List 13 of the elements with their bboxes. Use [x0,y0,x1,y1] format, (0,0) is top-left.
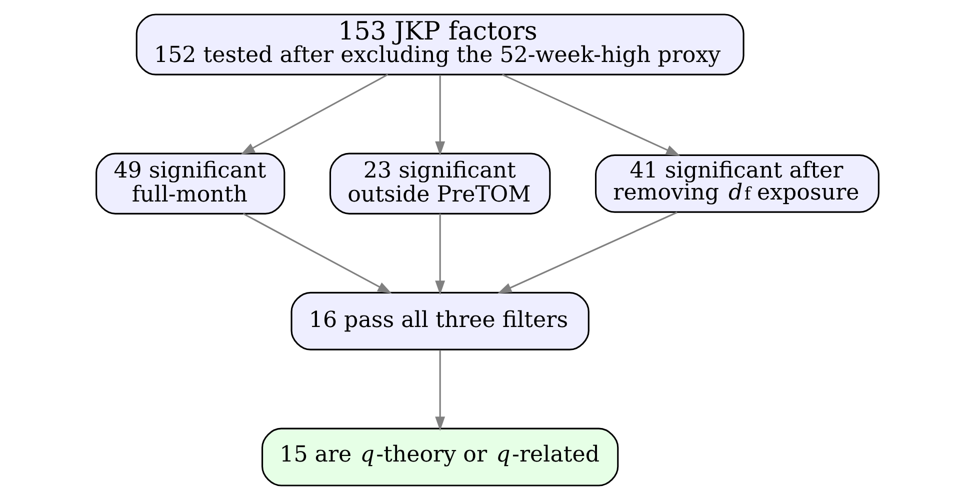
node-box: 153 JKP factors 152 tested after excluding the 52-week-high proxy [135,14,744,76]
arrow [502,74,680,156]
arrow [434,350,445,431]
arrow [242,213,392,294]
arrow [496,212,677,294]
arrow [434,74,445,156]
node-box: 23 significant outside PreTOM [328,152,550,214]
arrow [240,74,388,155]
arrow [434,214,445,295]
node-box: 49 significant full-month [95,152,285,214]
node-box: 41 significant after removing df exposure [594,154,879,213]
node-box: 15 are q-theory or q-related [260,428,618,486]
node-box: 16 pass all three filters [290,292,589,350]
